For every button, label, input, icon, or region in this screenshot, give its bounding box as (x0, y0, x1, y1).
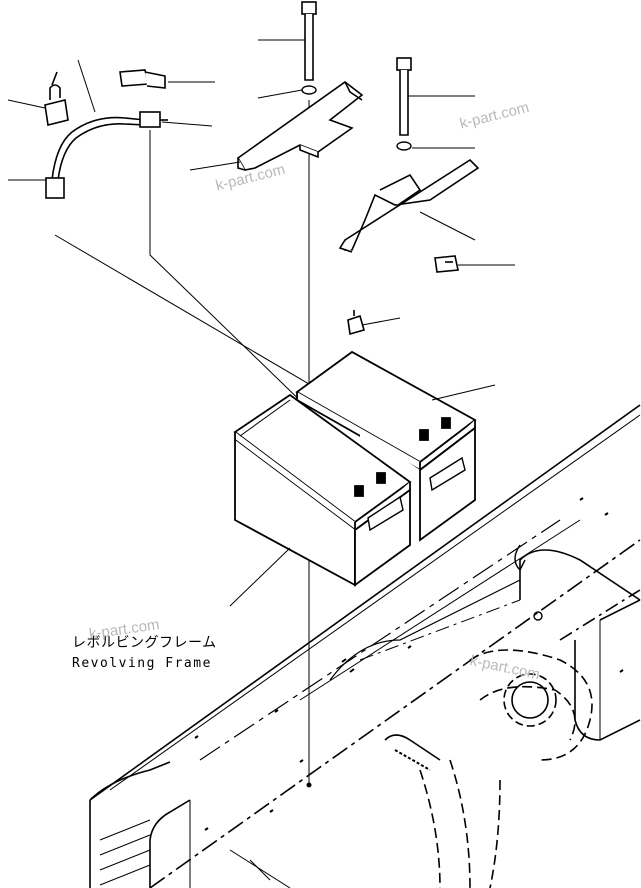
frame-label-japanese: レボルビングフレーム (72, 635, 217, 651)
leader-lines (7, 39, 515, 607)
frame-label-english: Revolving Frame (72, 656, 212, 671)
terminal-clamp (434, 255, 459, 273)
hold-down-bolt-left (301, 1, 317, 81)
cable-terminal-cap (44, 71, 69, 126)
washer-right (396, 141, 412, 151)
hold-down-bolt-right (396, 57, 412, 136)
hold-down-bracket-upper (236, 81, 364, 171)
cable-connector (119, 69, 166, 89)
hold-down-bracket-lower (338, 158, 480, 253)
battery-rear (295, 350, 477, 542)
revolving-frame (89, 404, 641, 888)
terminal-nut (347, 310, 365, 336)
washer-left (301, 85, 317, 95)
battery-cable (45, 111, 168, 199)
battery-front (233, 393, 412, 587)
